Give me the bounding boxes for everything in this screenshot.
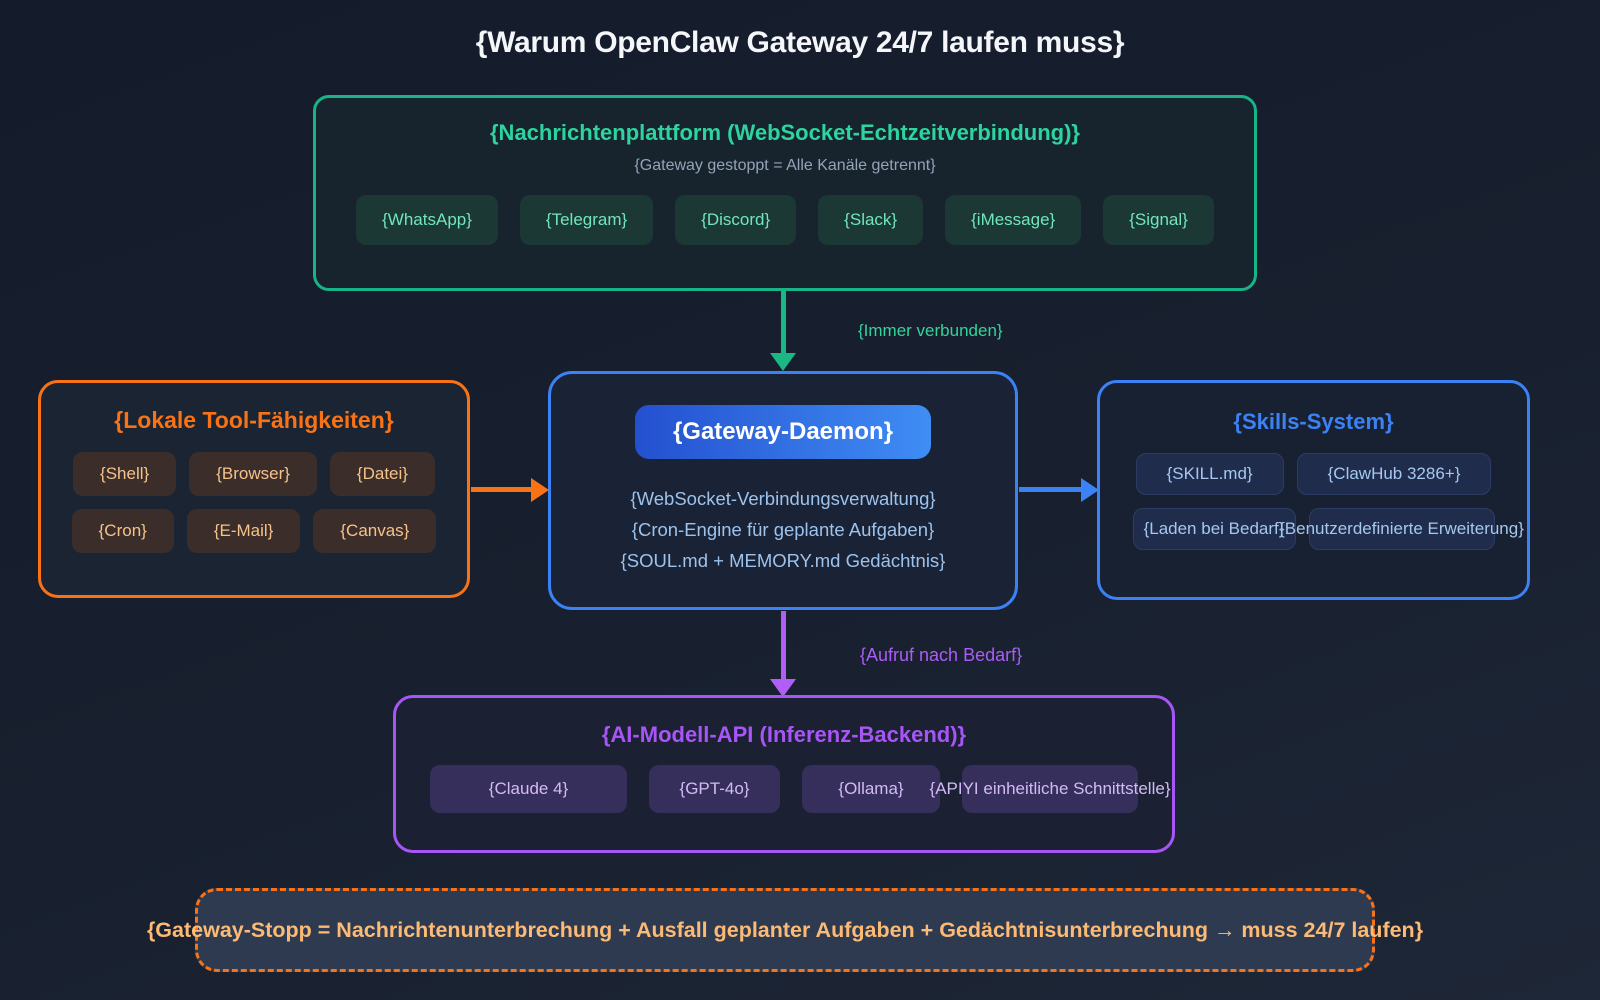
channel-chip: {Discord} (675, 195, 797, 245)
footer-note-text: {Gateway-Stopp = Nachrichtenunterbrechun… (146, 917, 1424, 942)
gateway-daemon-box: {Gateway-Daemon} {WebSocket-Verbindungsv… (548, 371, 1018, 610)
gateway-feature: {SOUL.md + MEMORY.md Gedächtnis} (620, 550, 946, 571)
messaging-title: {Nachrichtenplattform (WebSocket-Echtzei… (490, 120, 1080, 145)
gateway-feature: {WebSocket-Verbindungsverwaltung} (630, 488, 936, 509)
gateway-to-skills-arrow-line (1019, 487, 1082, 492)
channel-chip: {Signal} (1103, 195, 1214, 245)
skills-title: {Skills-System} (1233, 409, 1394, 434)
tool-chip: {Shell} (73, 452, 177, 496)
skills-system-box: {Skills-System} {SKILL.md} {ClawHub 3286… (1097, 380, 1530, 600)
ai-api-box: {AI-Modell-API (Inferenz-Backend)} {Clau… (393, 695, 1175, 853)
tool-chip: {E-Mail} (186, 509, 301, 553)
tool-chip: {Canvas} (313, 509, 437, 553)
tool-chip: {Browser} (189, 452, 317, 496)
skill-chip: {Laden bei Bedarf} (1132, 508, 1296, 550)
channel-chip: {iMessage} (945, 195, 1082, 245)
model-chip: {GPT-4o} (649, 765, 780, 813)
tool-chip: {Cron} (71, 509, 174, 553)
ai-api-title: {AI-Modell-API (Inferenz-Backend)} (601, 722, 967, 747)
skill-chip: {ClawHub 3286+} (1296, 453, 1492, 495)
messaging-platform-box: {Nachrichtenplattform (WebSocket-Echtzei… (313, 95, 1257, 291)
skill-chip: {SKILL.md} (1135, 453, 1284, 495)
local-tools-box: {Lokale Tool-Fähigkeiten} {Shell} {Brows… (38, 380, 470, 598)
gateway-daemon-pill: {Gateway-Daemon} (634, 405, 932, 459)
tool-chips: {Shell} {Browser} {Datei} {Cron} {E-Mail… (71, 452, 437, 553)
on-demand-arrow-head (770, 679, 796, 697)
skill-chips: {SKILL.md} {ClawHub 3286+} {Laden bei Be… (1132, 453, 1524, 550)
on-demand-label: {Aufruf nach Bedarf} (860, 645, 1023, 665)
gateway-to-skills-arrow-head (1081, 478, 1099, 502)
channel-chips: {WhatsApp} {Telegram} {Discord} {Slack} … (356, 195, 1214, 245)
always-connected-arrow-head (770, 353, 796, 371)
model-chip: {Ollama} (802, 765, 940, 813)
channel-chip: {Slack} (818, 195, 924, 245)
skill-chip: {Benutzerdefinierte Erweiterung} (1279, 508, 1524, 550)
gateway-feature: {Cron-Engine für geplante Aufgaben} (631, 519, 935, 540)
model-chip: {APIYI einheitliche Schnittstelle} (930, 765, 1171, 813)
local-tools-title: {Lokale Tool-Fähigkeiten} (114, 407, 394, 433)
gateway-features: {WebSocket-Verbindungsverwaltung} {Cron-… (621, 483, 946, 576)
tool-chip: {Datei} (329, 452, 435, 496)
tools-to-gateway-arrow-line (471, 487, 533, 492)
tools-to-gateway-arrow-head (531, 478, 549, 502)
channel-chip: {WhatsApp} (356, 195, 498, 245)
page-title: {Warum OpenClaw Gateway 24/7 laufen muss… (475, 26, 1125, 59)
footer-note-box: {Gateway-Stopp = Nachrichtenunterbrechun… (147, 888, 1423, 972)
model-chips: {Claude 4} {GPT-4o} {Ollama} {APIYI einh… (430, 765, 1171, 813)
on-demand-arrow-line (781, 611, 786, 680)
channel-chip: {Telegram} (519, 195, 654, 245)
always-connected-arrow-line (781, 291, 786, 354)
model-chip: {Claude 4} (430, 765, 627, 813)
messaging-subtitle: {Gateway gestoppt = Alle Kanäle getrennt… (634, 157, 936, 174)
always-connected-label: {Immer verbunden} (858, 321, 1003, 340)
